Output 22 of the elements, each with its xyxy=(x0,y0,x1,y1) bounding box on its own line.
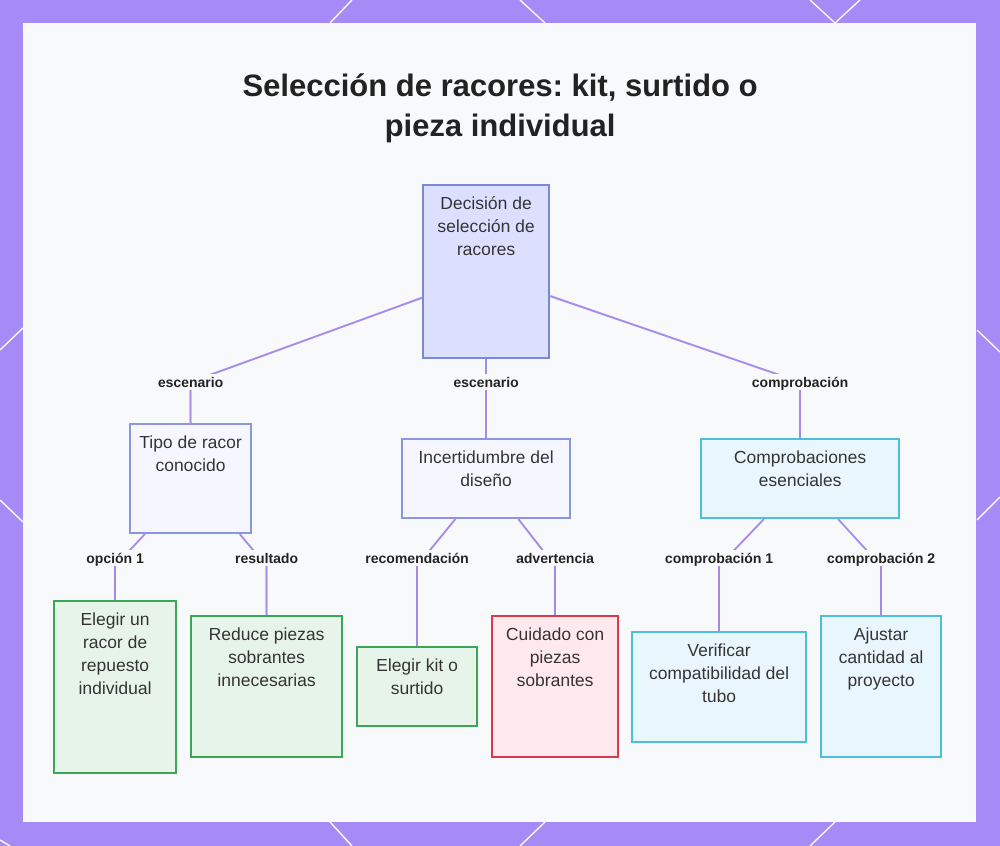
edge-label: comprobación xyxy=(750,374,850,390)
connector-line xyxy=(550,295,801,438)
process-box: Comprobaciones esenciales xyxy=(700,438,900,519)
process-box: Tipo de racor conocido xyxy=(129,423,252,534)
process-box: Reduce piezas sobrantes innecesarias xyxy=(190,615,343,758)
process-box: Elegir kit o surtido xyxy=(356,646,478,727)
edge-label: escenario xyxy=(451,374,521,390)
edge-label: escenario xyxy=(156,374,226,390)
process-box: Incertidumbre del diseño xyxy=(401,438,571,519)
edge-label: advertencia xyxy=(514,550,596,566)
process-box: Decisión de selección de racores xyxy=(422,184,550,359)
diagram-title: Selección de racores: kit, surtido o pieza individual xyxy=(241,67,759,145)
edge-label: opción 1 xyxy=(84,550,146,566)
edge-label: resultado xyxy=(233,550,300,566)
edge-label: recomendación xyxy=(363,550,471,566)
edge-label: comprobación 1 xyxy=(662,550,776,566)
process-box: Elegir un racor de repuesto individual xyxy=(53,600,177,774)
process-box: Cuidado con piezas sobrantes xyxy=(491,615,619,758)
connector-line xyxy=(190,296,422,423)
process-box: Verificar compatibilidad del tubo xyxy=(631,631,807,743)
edge-label: comprobación 2 xyxy=(824,550,938,566)
process-box: Ajustar cantidad al proyecto xyxy=(820,615,942,758)
